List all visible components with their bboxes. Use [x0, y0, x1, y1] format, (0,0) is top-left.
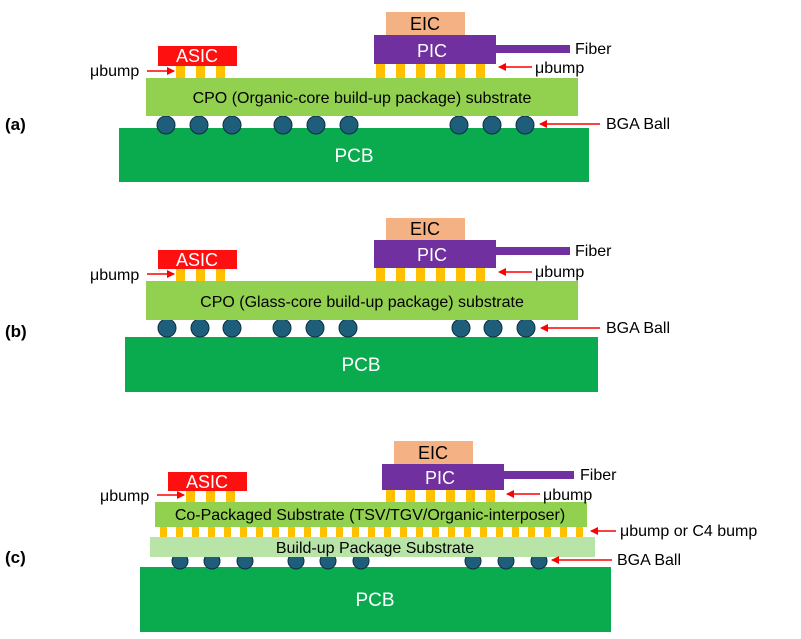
- eic-chip: [394, 441, 473, 464]
- ubump-left-label: μbump: [90, 267, 139, 284]
- pic-chip: [382, 464, 504, 490]
- pcb: [140, 567, 611, 632]
- asic-ubumps: [176, 269, 225, 281]
- panel-a: PCB CPO (Organic-core build-up package) …: [5, 12, 670, 182]
- pcb-label: PCB: [334, 146, 373, 167]
- panel-c: PCB Build-up Package Substrate Co-Packag…: [5, 441, 757, 632]
- ubump-left-label: μbump: [90, 63, 139, 80]
- panel-b: PCB CPO (Glass-core build-up package) su…: [5, 218, 670, 392]
- pcb-label: PCB: [355, 590, 394, 611]
- eic-label: EIC: [410, 219, 440, 239]
- fiber: [496, 247, 570, 255]
- eic-label: EIC: [410, 14, 440, 34]
- ubump-right-label: μbump: [535, 60, 584, 77]
- substrate-label: CPO (Organic-core build-up package) subs…: [193, 90, 532, 107]
- asic-ubumps: [176, 66, 225, 78]
- ubump-left-label: μbump: [100, 488, 149, 505]
- pic-ubumps: [386, 490, 495, 502]
- pic-chip: [374, 35, 496, 64]
- fiber-label: Fiber: [575, 243, 612, 260]
- asic-ubumps: [186, 491, 235, 502]
- pic-label: PIC: [425, 468, 455, 488]
- buildup-substrate: [150, 537, 595, 557]
- bga-label: BGA Ball: [617, 552, 681, 569]
- pcb: [125, 337, 598, 392]
- asic-label: ASIC: [176, 250, 218, 270]
- fiber: [496, 45, 570, 53]
- bga-label: BGA Ball: [606, 320, 670, 337]
- pcb-label: PCB: [341, 355, 380, 376]
- pic-ubumps: [376, 268, 485, 281]
- pic-chip: [374, 240, 496, 268]
- asic-label: ASIC: [176, 46, 218, 66]
- asic-chip: [158, 250, 237, 269]
- pic-ubumps: [376, 64, 485, 78]
- cpo-substrate: [146, 78, 578, 116]
- asic-chip: [168, 472, 247, 491]
- asic-label: ASIC: [186, 472, 228, 492]
- substrate-label: CPO (Glass-core build-up package) substr…: [200, 294, 524, 311]
- fiber: [504, 471, 574, 479]
- c4-label: μbump or C4 bump: [620, 523, 757, 540]
- fiber-label: Fiber: [575, 41, 612, 58]
- panel-label-b: (b): [5, 322, 27, 341]
- ubump-right-label: μbump: [535, 264, 584, 281]
- ubump-right-label: μbump: [543, 487, 592, 504]
- pcb: [119, 128, 589, 182]
- panel-label-a: (a): [5, 115, 26, 134]
- eic-chip: [386, 12, 465, 35]
- pic-label: PIC: [417, 245, 447, 265]
- buildup-label: Build-up Package Substrate: [276, 540, 474, 557]
- bga-label: BGA Ball: [606, 116, 670, 133]
- cpo-substrate: [146, 281, 578, 320]
- bga-balls: [156, 115, 535, 135]
- substrate-label: Co-Packaged Substrate (TSV/TGV/Organic-i…: [175, 507, 565, 524]
- bga-balls: [157, 318, 536, 338]
- panel-label-c: (c): [5, 548, 26, 567]
- asic-chip: [158, 46, 237, 66]
- co-packaged-substrate: [155, 502, 587, 527]
- eic-label: EIC: [418, 443, 448, 463]
- pic-label: PIC: [417, 41, 447, 61]
- eic-chip: [386, 218, 465, 240]
- c4-bumps: [160, 527, 583, 537]
- fiber-label: Fiber: [580, 467, 617, 484]
